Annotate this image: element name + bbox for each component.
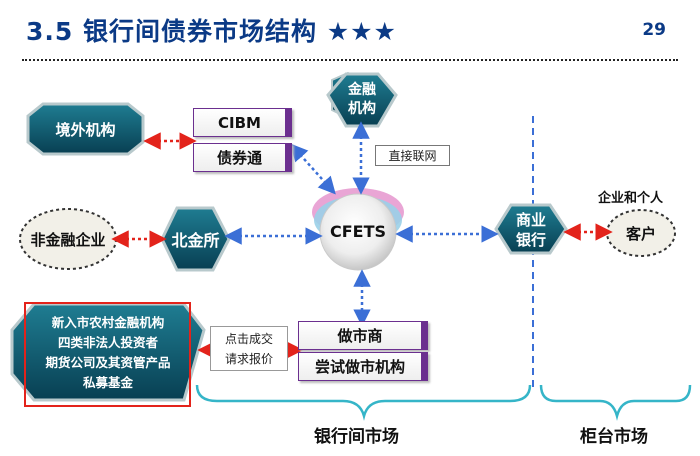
quote-method-box: 点击成交 请求报价 — [210, 326, 288, 371]
offshore-node — [26, 102, 145, 156]
new-entrants-node — [10, 302, 206, 402]
bond-connect-box: 债券通 — [193, 143, 292, 172]
page-title: 3.5 银行间债券市场结构 ★★★ — [26, 17, 397, 46]
commercial-bank-line1: 商业 — [515, 211, 546, 229]
title-divider — [22, 59, 678, 61]
non-financial-label: 非金融企业 — [30, 230, 106, 249]
market-maker-box: 做市商 — [298, 321, 428, 350]
highlight-frame — [24, 302, 191, 407]
direct-network-label: 直接联网 — [375, 145, 450, 166]
new-entrants-line4: 私募基金 — [82, 375, 133, 390]
trial-market-maker-box: 尝试做市机构 — [298, 352, 428, 381]
cibm-box: CIBM — [193, 108, 292, 137]
interbank-bracket — [195, 384, 532, 421]
counter-bracket — [539, 384, 692, 421]
commercial-bank-line2: 银行 — [515, 231, 546, 249]
counter-market-label: 柜台市场 — [580, 427, 648, 447]
request-quote-label: 请求报价 — [224, 351, 273, 366]
financial-institution-label: 金融 机构 — [328, 80, 396, 120]
page-number: 29 — [642, 20, 666, 40]
beijing-exchange-label: 北金所 — [171, 231, 220, 250]
new-entrants-line2: 四类非法人投资者 — [57, 335, 158, 350]
commercial-bank-label: 商业 银行 — [496, 208, 566, 252]
new-entrants-label: 新入市农村金融机构 四类非法人投资者 期货公司及其资管产品 私募基金 — [14, 310, 202, 396]
new-entrants-line1: 新入市农村金融机构 — [51, 315, 165, 330]
cibm-cfets-arrow — [290, 143, 336, 195]
customer-label: 客户 — [625, 224, 656, 243]
new-entrants-line3: 期货公司及其资管产品 — [45, 355, 171, 370]
offshore-label: 境外机构 — [55, 120, 116, 139]
financial-institution-line1: 金融 — [348, 82, 376, 98]
cfets-label: CFETS — [329, 221, 387, 241]
financial-institution-line2: 机构 — [348, 101, 376, 117]
click-trade-label: 点击成交 — [224, 331, 273, 346]
enterprise-individual-label: 企业和个人 — [598, 191, 664, 206]
interbank-market-label: 银行间市场 — [314, 427, 399, 447]
financial-institution-node — [326, 72, 398, 128]
